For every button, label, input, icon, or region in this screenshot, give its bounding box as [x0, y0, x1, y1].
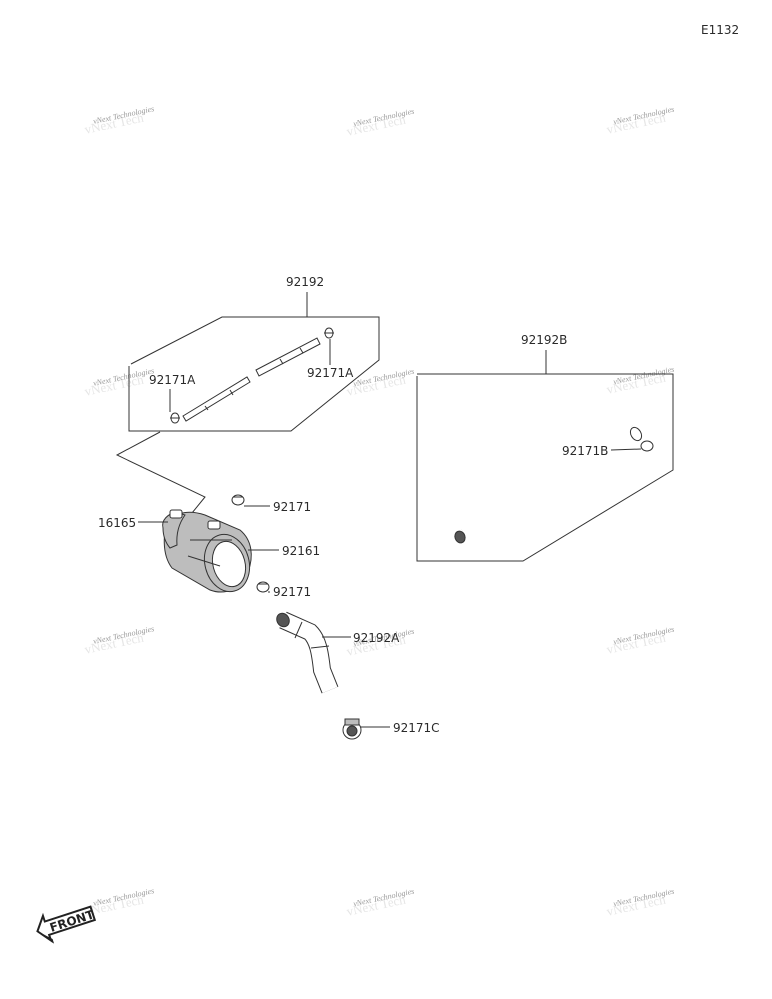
callout-92192[interactable]: 92192 [286, 275, 324, 289]
canister-92161[interactable] [163, 511, 256, 596]
callout-92171A-right[interactable]: 92171A [307, 366, 354, 380]
diagram-code: E1132 [701, 23, 739, 37]
hose-92192A[interactable] [274, 611, 339, 694]
callout-92161[interactable]: 92161 [282, 544, 320, 558]
clip-92171-bottom[interactable] [256, 581, 270, 593]
callout-92171-bottom[interactable]: 92171 [273, 585, 311, 599]
callout-92192A[interactable]: 92192A [353, 631, 400, 645]
cap-16165[interactable] [162, 509, 186, 549]
clip-92171-top[interactable] [231, 494, 245, 506]
front-label: FRONT [48, 907, 97, 935]
callout-92171C[interactable]: 92171C [393, 721, 440, 735]
clamp-92171C[interactable] [342, 718, 362, 740]
callout-92171A-left[interactable]: 92171A [149, 373, 196, 387]
callout-92171B[interactable]: 92171B [562, 444, 608, 458]
hose-assembly-92192[interactable]: 92192 92171A 92171A [115, 275, 380, 514]
callout-92192B[interactable]: 92192B [521, 333, 567, 347]
callout-92171-top[interactable]: 92171 [273, 500, 311, 514]
clip-92171B[interactable] [640, 440, 654, 452]
callout-16165[interactable]: 16165 [98, 516, 136, 530]
hose-segment-right [255, 337, 321, 377]
clip-92171A-left[interactable] [170, 412, 180, 424]
hose-assembly-92192B[interactable]: 92192B 92171B [416, 333, 674, 562]
hose-segment-left [182, 376, 251, 422]
clip-92171A-right[interactable] [324, 327, 334, 339]
front-direction-badge: FRONT [36, 905, 97, 944]
